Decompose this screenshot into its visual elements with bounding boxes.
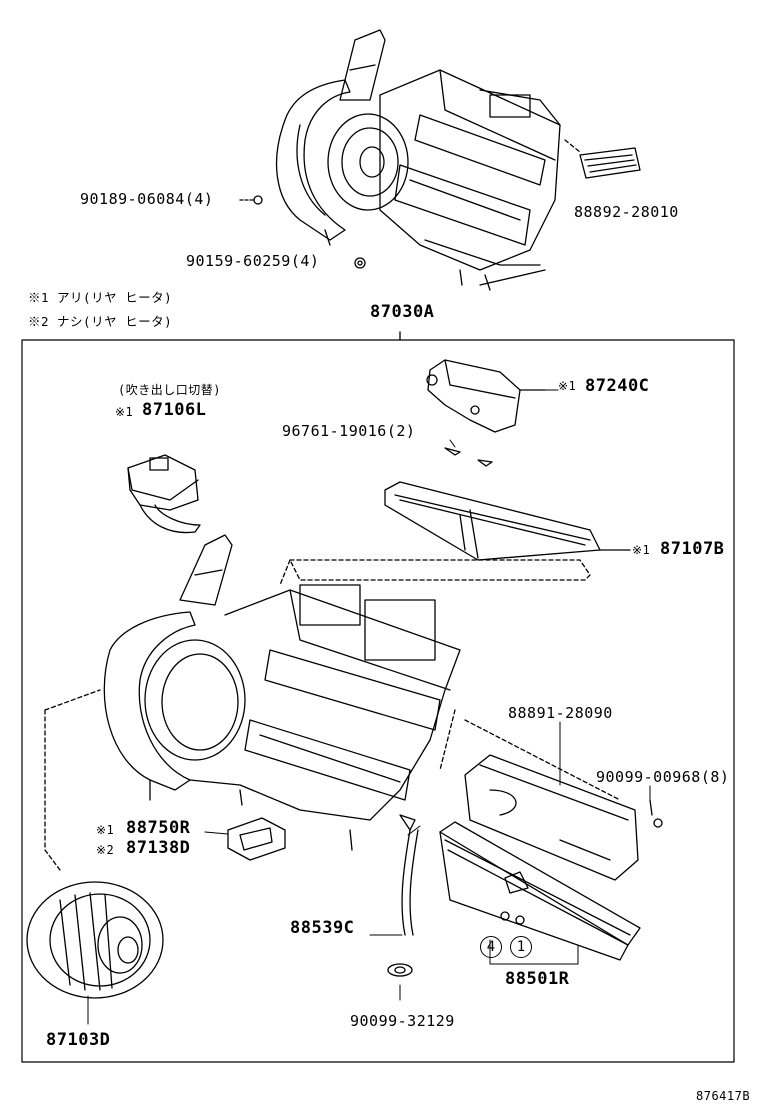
callout-heater-core: 87107B [660,539,725,559]
star-mark-heater: ※1 [632,543,651,557]
callout-case-cover: 88891-28090 [508,704,613,722]
circled-number-4: 4 [480,936,502,958]
blower-motor-drawing [26,881,164,999]
star-mark-resistor-b: ※2 [96,843,115,857]
callout-filter-top: 88892-28010 [574,203,679,221]
top-unit-drawing [239,29,641,291]
circled-number-1: 1 [510,936,532,958]
mode-servo-drawing [127,454,201,534]
case-cover-drawing [439,709,663,881]
mode-servo-note: (吹き出し口切替) [118,383,221,397]
star-mark-resistor-a: ※1 [96,823,115,837]
callout-drain-hose: 88539C [290,918,355,938]
callout-blower-motor: 87103D [46,1030,111,1050]
callout-resistor-b: 87138D [126,838,191,858]
callout-mode-servo: 87106L [142,400,207,420]
figure-id: 876417B [696,1089,751,1103]
star-mark-mode-servo: ※1 [115,405,134,419]
heater-core-drawing [384,481,631,561]
callout-bolt-top-1: 90189-06084(4) [80,190,214,208]
callout-resistor-a: 88750R [126,818,191,838]
damper-servo-drawing [426,359,546,433]
callout-damper-servo: 87240C [585,376,650,396]
evaporator-drawing [439,821,641,961]
callout-grommet: 90099-32129 [350,1012,455,1030]
callout-screw: 90099-00968(8) [596,768,730,786]
callout-bolt-top-2: 90159-60259(4) [186,252,320,270]
callout-evaporator: 88501R [505,969,570,989]
main-unit-drawing [103,534,461,936]
legend-line-2: ※2 ナシ(リヤ ヒータ) [28,314,173,329]
star-mark-damper: ※1 [558,379,577,393]
callout-assembly: 87030A [370,302,435,322]
callout-clip: 96761-19016(2) [282,422,416,440]
legend-line-1: ※1 アリ(リヤ ヒータ) [28,290,173,305]
